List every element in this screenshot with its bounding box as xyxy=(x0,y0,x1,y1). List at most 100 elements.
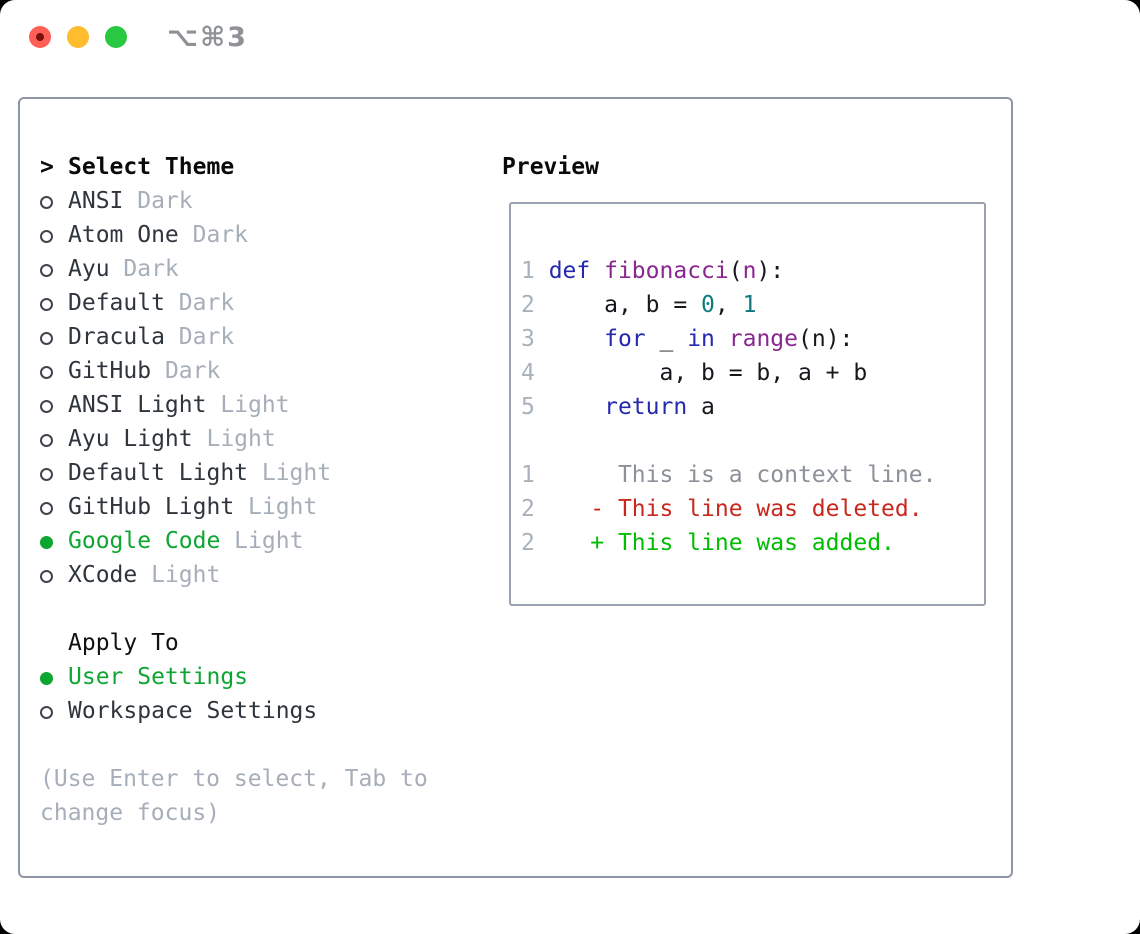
option-name: User Settings xyxy=(68,664,249,690)
minimize-button[interactable] xyxy=(67,26,89,48)
theme-option[interactable]: Default Dark xyxy=(40,286,480,320)
apply-to-option[interactable]: User Settings xyxy=(40,660,480,694)
code-token-fn: n xyxy=(742,258,757,284)
theme-variant-tag: Light xyxy=(137,562,221,588)
close-button[interactable] xyxy=(29,26,51,48)
option-name: ANSI xyxy=(68,188,124,214)
code-token-pl xyxy=(715,326,729,352)
code-token-num: 0 xyxy=(701,292,715,318)
code-token-pl xyxy=(549,530,591,556)
radio-icon xyxy=(40,468,53,481)
radio-icon xyxy=(40,570,53,583)
code-token-fn: fibonacci xyxy=(604,258,729,284)
code-token-del: - This line was deleted. xyxy=(590,496,923,522)
line-number: 2 xyxy=(521,496,549,522)
theme-option[interactable]: GitHub Light Light xyxy=(40,490,480,524)
preview-line: 3 for _ in range(n): xyxy=(521,322,984,356)
code-token-add: + This line was added. xyxy=(590,530,895,556)
theme-option[interactable]: GitHub Dark xyxy=(40,354,480,388)
window-controls xyxy=(29,26,127,48)
code-token-pl xyxy=(590,258,604,284)
theme-option[interactable]: Default Light Light xyxy=(40,456,480,490)
option-name: Dracula xyxy=(68,324,165,350)
code-token-kw: def xyxy=(548,258,591,284)
code-token-kw: in xyxy=(687,326,715,352)
preview-line: 2 - This line was deleted. xyxy=(521,492,984,526)
option-name: XCode xyxy=(68,562,138,588)
theme-variant-tag: Dark xyxy=(178,222,249,248)
radio-icon xyxy=(40,332,53,345)
radio-icon xyxy=(40,264,53,277)
line-number: 1 xyxy=(521,258,549,284)
option-name: Default xyxy=(68,290,165,316)
window-title: ⌥⌘3 xyxy=(167,22,248,53)
code-token-pl: (n): xyxy=(798,326,854,352)
option-name: Ayu Light xyxy=(68,426,193,452)
theme-option[interactable]: ANSI Dark xyxy=(40,184,480,218)
theme-variant-tag: Dark xyxy=(164,324,235,350)
theme-variant-tag: Dark xyxy=(151,358,221,384)
theme-option[interactable]: XCode Light xyxy=(40,558,480,592)
code-token-fn: range xyxy=(728,326,798,352)
cursor-caret-icon: > xyxy=(40,154,54,180)
theme-option[interactable]: Google Code Light xyxy=(40,524,480,558)
code-token-pl: , xyxy=(714,292,743,318)
line-number: 3 xyxy=(521,326,549,352)
line-number: 2 xyxy=(521,530,549,556)
code-token-ctx: This is a context line. xyxy=(548,462,937,488)
code-token-kw: return xyxy=(604,394,688,420)
apply-to-label: Apply To xyxy=(68,630,179,656)
radio-icon xyxy=(40,400,53,413)
line-number: 1 xyxy=(521,462,549,488)
select-theme-label: Select Theme xyxy=(68,154,235,180)
code-token-pl xyxy=(549,326,604,352)
code-token-kw: for xyxy=(604,326,646,352)
line-number: 4 xyxy=(521,360,549,386)
apply-to-option[interactable]: Workspace Settings xyxy=(40,694,480,728)
radio-icon xyxy=(40,434,53,447)
theme-option[interactable]: Ayu Light Light xyxy=(40,422,480,456)
code-token-pl: a xyxy=(687,394,715,420)
radio-icon xyxy=(40,230,53,243)
theme-variant-tag: Light xyxy=(192,426,276,452)
option-name: Workspace Settings xyxy=(68,698,318,724)
theme-option[interactable]: Atom One Dark xyxy=(40,218,480,252)
radio-icon xyxy=(40,298,53,311)
maximize-button[interactable] xyxy=(105,26,127,48)
code-token-pl xyxy=(549,496,591,522)
radio-icon xyxy=(40,196,53,209)
theme-variant-tag: Light xyxy=(234,494,318,520)
preview-line: 2 + This line was added. xyxy=(521,526,984,560)
theme-variant-tag: Dark xyxy=(123,188,193,214)
keyboard-hint: (Use Enter to select, Tab to change focu… xyxy=(40,766,428,826)
option-name: Google Code xyxy=(68,528,221,554)
theme-variant-tag: Light xyxy=(220,528,304,554)
option-name: Default Light xyxy=(68,460,249,486)
line-number: 2 xyxy=(521,292,549,318)
select-theme-header: > Select Theme xyxy=(40,150,480,184)
code-token-num: 1 xyxy=(742,292,757,318)
radio-selected-icon xyxy=(40,536,53,549)
theme-variant-tag: Dark xyxy=(164,290,235,316)
preview-line: 1 This is a context line. xyxy=(521,458,984,492)
radio-icon xyxy=(40,366,53,379)
theme-variant-tag: Light xyxy=(248,460,332,486)
code-token-pl: _ xyxy=(645,326,688,352)
code-token-pl: a, b = xyxy=(548,292,702,318)
theme-option[interactable]: Dracula Dark xyxy=(40,320,480,354)
preview-line: 1 def fibonacci(n): xyxy=(521,254,984,288)
theme-option[interactable]: ANSI Light Light xyxy=(40,388,480,422)
preview-label: Preview xyxy=(502,154,599,180)
radio-selected-icon xyxy=(40,672,53,685)
preview-line: 2 a, b = 0, 1 xyxy=(521,288,984,322)
theme-option[interactable]: Ayu Dark xyxy=(40,252,480,286)
radio-icon xyxy=(40,706,53,719)
preview-line: 5 return a xyxy=(521,390,984,424)
